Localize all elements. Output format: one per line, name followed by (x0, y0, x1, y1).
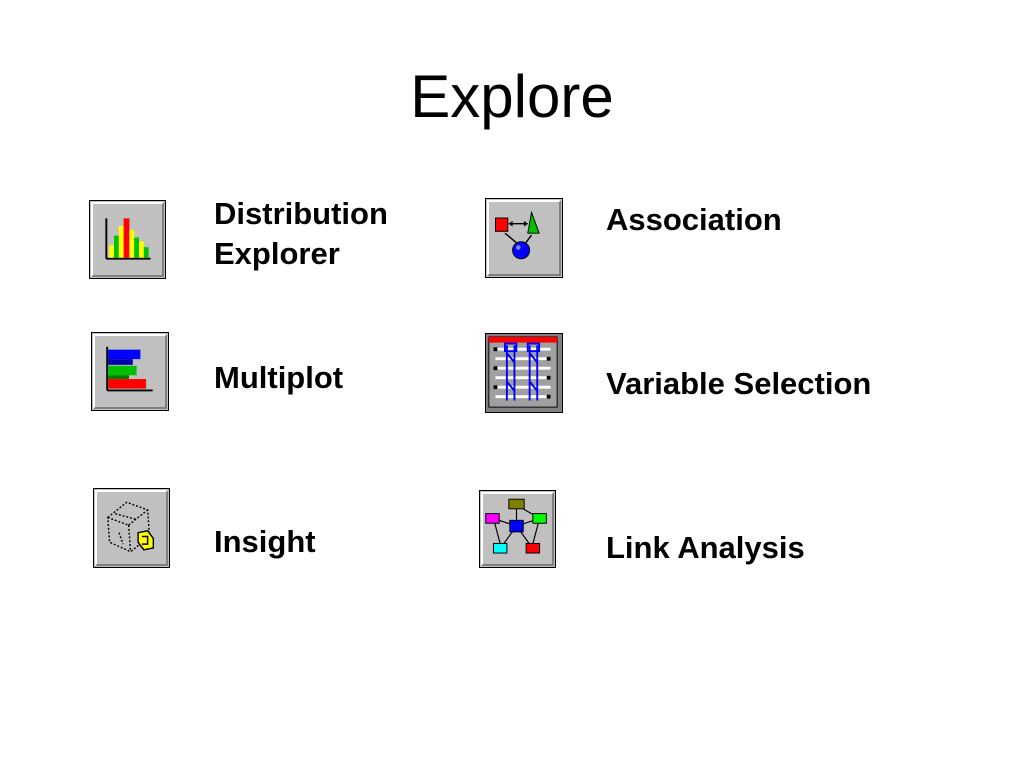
multiplot-bars-icon (106, 346, 153, 392)
insight-cube-icon (106, 501, 155, 553)
link-network-icon (485, 498, 547, 554)
distribution-explorer-label-line1: Distribution (214, 196, 388, 231)
distribution-explorer-button[interactable] (89, 200, 166, 279)
page-title: Explore (410, 63, 614, 130)
distribution-chart-icon (105, 218, 151, 260)
variable-selection-button[interactable] (485, 333, 563, 413)
multiplot-label: Multiplot (214, 360, 344, 395)
association-button[interactable] (485, 198, 563, 278)
variable-selection-table-icon (488, 336, 558, 408)
association-shapes-icon (495, 210, 540, 260)
insight-label: Insight (214, 524, 316, 559)
multiplot-button[interactable] (91, 332, 169, 411)
link-analysis-label: Link Analysis (606, 530, 805, 565)
distribution-explorer-label: Distribution Explorer (214, 194, 388, 274)
link-analysis-button[interactable] (479, 490, 556, 568)
insight-button[interactable] (93, 488, 170, 568)
distribution-explorer-label-line2: Explorer (214, 236, 340, 271)
variable-selection-label: Variable Selection (606, 366, 872, 401)
association-label: Association (606, 202, 782, 237)
